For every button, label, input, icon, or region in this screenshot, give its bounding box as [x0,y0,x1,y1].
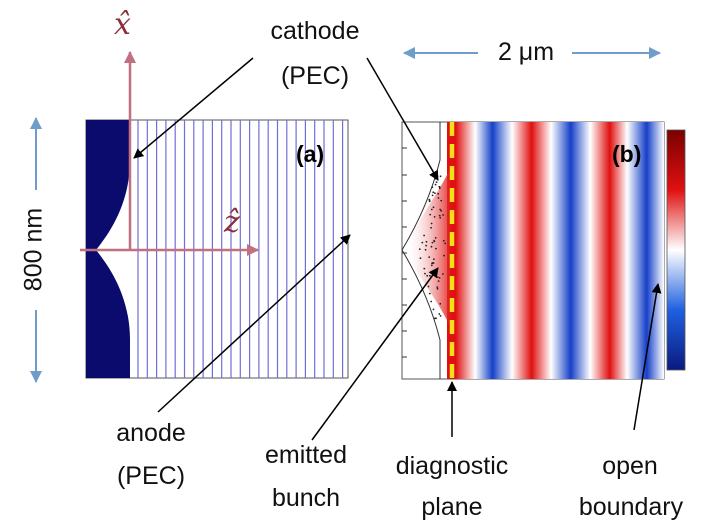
bunch-particle [431,194,434,197]
bunch-particle [430,300,433,303]
colorbar [666,129,686,371]
bunch-particle [424,272,426,275]
bunch-particle [444,242,446,245]
bunch-particle [437,197,440,199]
bunch-particle [430,245,433,248]
bunch-particle [434,192,436,195]
panel-b [401,121,686,380]
bunch-particle [436,276,439,278]
cathode-surface [86,120,130,378]
bunch-particle [433,216,436,218]
bunch-particles [418,175,446,320]
bunch-particle [432,308,435,311]
emitted-callout-arrow [311,267,439,441]
bunch-particle [432,262,435,264]
bunch-particle [439,302,442,305]
bunch-particle [434,183,437,186]
bunch-particle [425,240,428,243]
cathode-callout-arrow-a [133,57,254,159]
bunch-particle [431,241,434,244]
bunch-particle [426,274,429,277]
panel-b-ticks [402,147,407,358]
bunch-particle [433,258,435,260]
bunch-particle [418,248,421,251]
bunch-particle [430,222,433,225]
emitted-label-line2: bunch [271,484,341,512]
bunch-particle [424,248,427,251]
bunch-particle [434,177,437,180]
diagnostic-label-line1: diagnostic [395,452,509,480]
bunch-particle [429,274,431,277]
bunch-particle [435,247,437,250]
bunch-particle [439,315,442,317]
bunch-particle [438,187,441,190]
bunch-particle [439,175,442,178]
bunch-particle [430,226,432,229]
bunch-particle [432,206,435,209]
bunch-particle [438,186,441,188]
bunch-particle [430,264,433,267]
bunch-particle [443,254,445,257]
callout-arrows [133,57,662,441]
bunch-particle [439,216,442,219]
bunch-particle [442,273,444,275]
dimension-arrows [30,47,661,383]
bunch-particle [438,277,441,279]
bunch-particle [442,214,444,216]
wave-field [447,122,664,379]
bunch-particle [428,256,431,258]
anode-label-line2: (PEC) [116,462,186,490]
bunch-particle [429,213,432,216]
panel-a-tag: (a) [296,141,325,167]
emitted-bunch-cloud [405,165,452,330]
z-axis-symbol: ẑ [224,205,240,240]
panel-b-tag: (b) [612,141,642,167]
bunch-particle [432,191,435,194]
bunch-particle [435,181,438,184]
bunch-particle [427,285,430,288]
open-label-line1: open [602,452,658,480]
panel-a [80,51,349,379]
x-axis-symbol: x̂ [114,7,131,42]
anode-label-line1: anode [116,419,186,447]
bunch-particle [428,198,431,201]
bunch-particle [419,257,422,260]
bunch-particle [423,267,426,270]
bunch-particle [435,317,437,320]
emitted-label-line1: emitted [265,441,347,469]
bunch-particle [436,286,439,288]
bunch-particle [436,287,439,290]
anode-callout-arrow [157,234,351,413]
open-label-line2: boundary [578,493,684,521]
bunch-particle [431,186,434,189]
cathode-callout-arrow-b [366,57,439,181]
bunch-particle [433,239,435,242]
bunch-particle [438,313,441,315]
bunch-particle [438,214,441,217]
bunch-particle [430,208,433,211]
height-dimension-label: 800 nm [19,207,48,292]
bunch-particle [440,209,443,212]
cathode-label-line1: cathode [270,17,360,45]
bunch-particle [442,239,445,242]
bunch-particle [440,199,443,202]
cathode-label-line2: (PEC) [280,62,350,90]
cathode-outline-b [401,122,441,379]
bunch-particle [425,244,427,247]
diagnostic-label-line2: plane [421,493,483,521]
width-dimension-label: 2 μm [497,38,555,66]
bunch-particle [437,192,440,195]
bunch-particle [439,208,442,211]
bunch-particle [423,234,425,237]
bunch-particle [428,292,431,295]
bunch-particle [421,241,424,244]
bunch-particle [434,237,437,239]
open-callout-arrow [633,283,662,431]
bunch-particle [437,280,440,282]
